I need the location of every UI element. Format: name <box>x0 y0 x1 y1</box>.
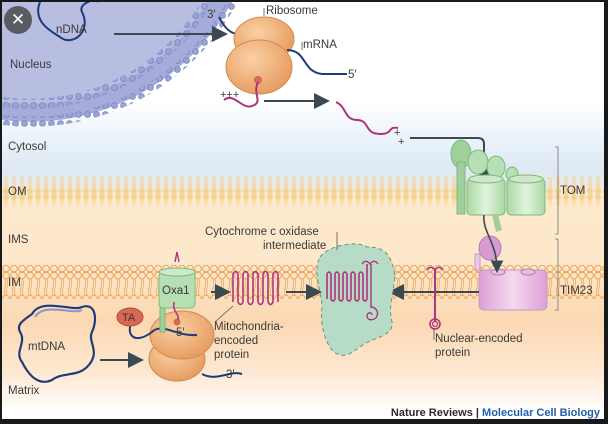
mitochondrial-ribosome <box>128 310 243 382</box>
ndna-label: nDNA <box>56 24 87 36</box>
cox-label-2: intermediate <box>263 240 326 252</box>
tim23-label: TIM23 <box>560 285 593 297</box>
oxa1-label: Oxa1 <box>162 285 190 297</box>
positive-charge-label: +++ <box>220 89 239 101</box>
five-prime-top-label: 5′ <box>348 69 357 81</box>
tom-label: TOM <box>560 185 585 197</box>
nuclear-encoded-label-2: protein <box>435 347 470 359</box>
mtdna-shadow <box>34 308 83 318</box>
oxa1-insertase <box>158 251 196 333</box>
plus-charges-2: + <box>394 127 400 139</box>
tom-complex <box>450 139 546 232</box>
nuclear-encoded-label-1: Nuclear-encoded <box>435 333 523 345</box>
credit-journal: Molecular Cell Biology <box>482 407 601 419</box>
close-button[interactable]: ✕ <box>4 6 32 34</box>
figure-credit: Nature Reviews | Molecular Cell Biology <box>391 407 601 419</box>
nucleus-label: Nucleus <box>10 59 52 71</box>
mito-encoded-label-3: protein <box>214 349 249 361</box>
plus-charges-3: + <box>398 136 404 148</box>
nucleus <box>2 2 237 127</box>
figure: nDNA Nucleus 3′ Ribosome mRNA 5′ +++ <box>2 2 604 419</box>
cytochrome-c-oxidase-intermediate <box>316 232 396 356</box>
mito-encoded-label-2: encoded <box>214 335 258 347</box>
five-prime-bottom-label: 5′ <box>176 327 185 339</box>
presequence-protein <box>335 101 399 136</box>
cytosol-label: Cytosol <box>8 141 46 153</box>
ribosome-label: Ribosome <box>266 5 318 17</box>
three-prime-bottom-label: 3′ <box>226 369 235 381</box>
im-label: IM <box>8 277 21 289</box>
tim23-bracket <box>555 238 559 311</box>
ndna-strand <box>37 2 99 42</box>
diagram-canvas: nDNA Nucleus 3′ Ribosome mRNA 5′ +++ <box>2 2 604 419</box>
mitochondria-encoded-protein <box>232 270 279 306</box>
mito-encoded-label-1: Mitochondria- <box>214 321 284 333</box>
nuclear-encoded-protein <box>426 266 444 340</box>
cytosolic-ribosome <box>218 8 347 108</box>
mrna-label: mRNA <box>303 39 337 51</box>
ims-label: IMS <box>8 234 29 246</box>
tim23-complex <box>474 214 548 311</box>
credit-publisher: Nature Reviews <box>391 407 473 419</box>
mtdna-label: mtDNA <box>28 341 65 353</box>
import-arrow <box>410 137 492 184</box>
close-icon: ✕ <box>10 9 26 30</box>
credit-separator: | <box>473 407 482 419</box>
cox-label-1: Cytochrome c oxidase <box>205 226 319 238</box>
mtdna-circle <box>17 304 97 383</box>
translational-activator <box>116 307 144 327</box>
om-label: OM <box>8 186 27 198</box>
tom-bracket <box>555 146 559 235</box>
ta-label: TA <box>122 312 136 324</box>
three-prime-top-label: 3′ <box>207 9 216 21</box>
matrix-label: Matrix <box>8 385 40 397</box>
